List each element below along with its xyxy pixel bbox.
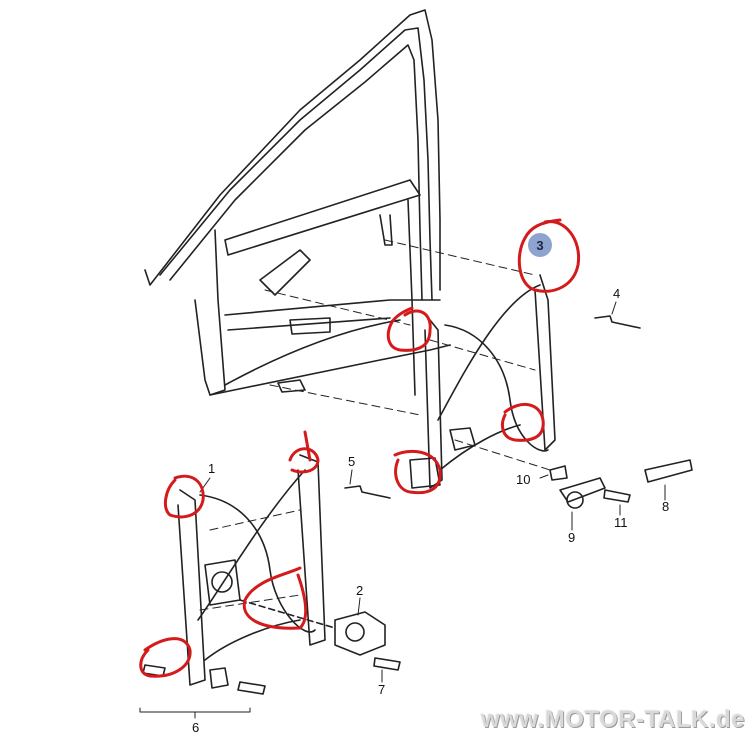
washer-10 (549, 465, 568, 481)
callout-11: 11 (614, 515, 628, 530)
upper-pulley-bottom (409, 457, 441, 489)
lower-cable-3 (204, 619, 301, 661)
highlight-upper-right-clip (501, 403, 545, 442)
upper-cable-3 (439, 424, 521, 471)
watermark: www.MOTOR-TALK.de (480, 706, 745, 733)
tick-2 (357, 597, 361, 616)
callout-7: 7 (378, 682, 386, 697)
door-hinge-bracket (259, 249, 311, 296)
bracket-6 (139, 707, 251, 719)
door-bottom-sill (277, 379, 306, 393)
highlight-part-3 (517, 218, 581, 293)
callout-9: 9 (568, 530, 576, 545)
upper-rail-left (424, 319, 443, 489)
motor-shaft-line (239, 599, 336, 629)
highlight-lower-bottom-clip (139, 637, 192, 678)
bolt-4 (594, 315, 641, 329)
tick-10 (539, 474, 549, 479)
callout-4: 4 (613, 286, 621, 301)
leader-line-f (199, 594, 301, 611)
crank-arm (559, 477, 606, 503)
door-mid-rail (224, 299, 441, 316)
callout-1: 1 (208, 461, 216, 476)
upper-rail-right (534, 274, 556, 451)
bolt-6c (237, 681, 266, 695)
callout-8: 8 (662, 499, 670, 514)
tick-5 (349, 469, 353, 485)
highlight-upper-bottom-clip (393, 449, 442, 495)
highlight-lower-mid-clip (242, 566, 308, 630)
callout-5: 5 (348, 454, 356, 469)
door-lower-bracket (289, 317, 331, 335)
bolt-11 (603, 489, 631, 503)
bolt-6b (209, 667, 229, 689)
door-left-pillar (194, 229, 226, 396)
leader-line-e (209, 509, 301, 531)
door-cross-beam (224, 179, 421, 256)
door-frame-inner-1 (159, 27, 433, 301)
upper-motor-mount (449, 427, 476, 451)
door-lower-rail (209, 344, 451, 396)
lower-rail-right (297, 454, 326, 646)
upper-cable-2 (437, 284, 541, 421)
leader-line-b (264, 289, 411, 326)
door-right-edge (407, 199, 416, 396)
door-frame-outline (144, 9, 441, 291)
lower-rail-left (177, 489, 206, 686)
door-mid-rail-2 (227, 317, 391, 331)
lower-motor-pulley (211, 571, 233, 593)
lower-cable-2 (197, 469, 306, 621)
motor-gear (345, 622, 365, 642)
highlight-upper-left-clip (386, 306, 432, 352)
callout-2: 2 (356, 583, 364, 598)
callout-3-badge: 3 (528, 233, 552, 257)
callout-10: 10 (516, 472, 531, 487)
upper-cable-1 (444, 324, 549, 452)
callout-3: 3 (536, 237, 544, 253)
motor-body (334, 611, 386, 656)
door-vertical-strut (379, 214, 393, 246)
door-frame-inner-2 (169, 44, 423, 301)
bolt-5 (344, 485, 391, 499)
callout-6: 6 (192, 720, 200, 735)
leader-line-d (269, 384, 421, 416)
leader-line-a (384, 239, 536, 276)
handle-8 (644, 459, 693, 483)
bolt-7 (373, 657, 401, 671)
door-curve-brace (224, 319, 401, 386)
leader-line-c (429, 339, 536, 371)
highlight-lower-top-clip (288, 430, 320, 474)
leader-line-g (454, 439, 551, 471)
highlight-lower-left-clip (163, 474, 205, 519)
tick-4 (611, 301, 617, 315)
crank-knob (566, 491, 584, 509)
